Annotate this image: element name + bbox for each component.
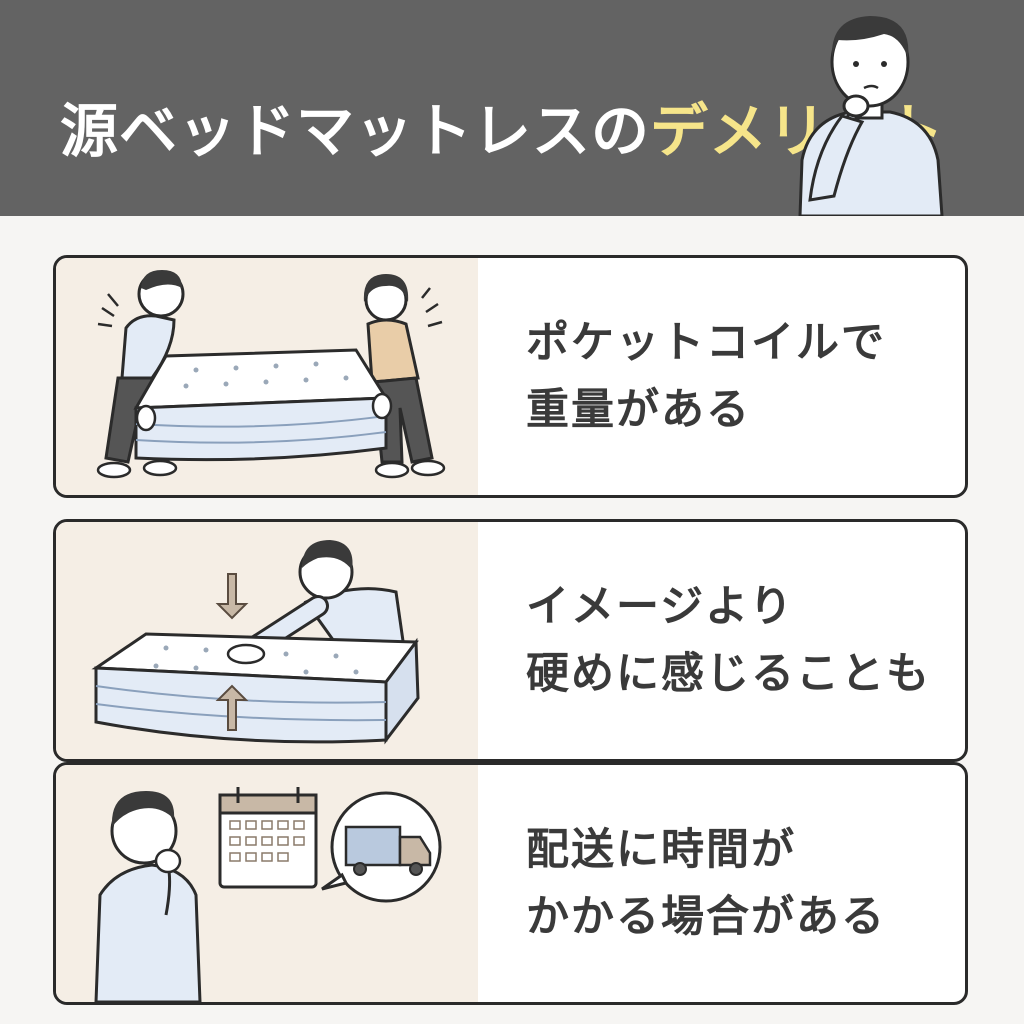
card-illustration [56,258,478,495]
card-text-line-2: 重量がある [526,384,751,435]
demerit-card-firmness: イメージより 硬めに感じることも [53,519,968,762]
pressing-mattress-icon [91,540,420,745]
card-text: ポケットコイルで 重量がある [526,258,955,495]
title-prefix: 源ベッドマットレスの [60,97,651,165]
card-text-line-1: 配送に時間が [526,824,796,875]
card-text-line-1: イメージより [526,581,795,632]
card-text-line-1: ポケットコイルで [526,317,886,368]
card-text-line-2: 硬めに感じることも [526,648,931,699]
demerit-card-delivery: 配送に時間が かかる場合がある [53,762,968,1005]
lifting-mattress-icon [96,270,446,479]
card-text: イメージより 硬めに感じることも [526,522,955,759]
card-illustration [56,522,478,759]
card-illustration [56,765,478,1002]
demerit-card-weight: ポケットコイルで 重量がある [53,255,968,498]
delivery-wait-icon [94,787,442,1002]
card-text-line-2: かかる場合がある [526,891,886,942]
header-banner: 源ベッドマットレスのデメリット [0,0,1024,216]
thinking-person-icon [798,16,944,216]
card-text: 配送に時間が かかる場合がある [526,765,955,1002]
